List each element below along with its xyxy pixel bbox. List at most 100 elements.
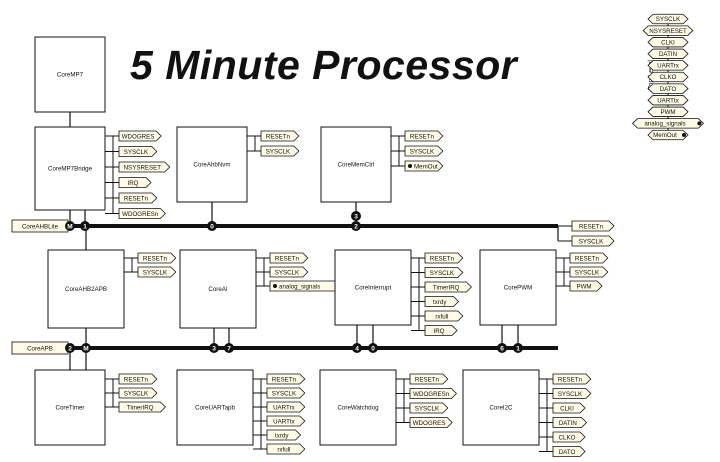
bus-port-tag-shape	[571, 235, 615, 247]
port-tag-shape	[424, 252, 464, 264]
ahb-bus-marker-text: 2	[354, 223, 358, 230]
block-coreahb2apb: CoreAHB2APB	[47, 249, 138, 329]
ahb-bus-marker-dot	[65, 221, 75, 231]
port-tag-shape	[137, 252, 177, 264]
port-tag: RESETn	[118, 192, 158, 204]
port-tag-shape	[266, 415, 306, 427]
port-tag-text: RESETn	[415, 376, 440, 383]
port-tag: SYSCLK	[266, 387, 306, 399]
port-tag-text: SYSCLK	[275, 269, 300, 276]
top-level-port-shape	[647, 37, 689, 48]
block-name: CoreWatchdog	[337, 405, 379, 412]
port-tag-text: SYSCLK	[143, 269, 168, 276]
block-box	[34, 36, 106, 113]
port-tag: RESETn	[552, 373, 592, 385]
top-level-port-bubble	[697, 121, 702, 126]
apb-bus-marker-text: M	[83, 345, 88, 352]
port-tag: PWM	[569, 280, 603, 292]
port-tag-text: RESETn	[275, 255, 300, 262]
port-tag: TimerIRQ	[118, 401, 166, 413]
port-tag-shape	[552, 388, 592, 399]
top-level-port-text: PWM	[660, 109, 675, 116]
port-tag-text: txrdy	[275, 432, 289, 439]
port-tag: SYSCLK	[118, 146, 158, 157]
port-tag: RESETn	[404, 130, 444, 142]
port-tag: RESETn	[569, 252, 609, 264]
ahb-bus-marker-dot	[80, 221, 90, 231]
port-tag-text: UARTtx	[273, 418, 295, 425]
port-tag-shape	[552, 431, 586, 443]
port-tag-shape	[266, 387, 306, 399]
top-level-port-shape	[647, 95, 689, 106]
port-tag: DATO	[552, 446, 586, 457]
block-name: CorePWM	[504, 285, 533, 292]
apb-bus-marker-text: 0	[371, 345, 375, 352]
port-tag-shape	[552, 446, 586, 457]
block-coretimer: CoreTimer	[34, 369, 119, 446]
port-tag: RESETn	[266, 373, 306, 385]
port-tag-text: RESETn	[124, 195, 149, 202]
apb-bus-marker-text: 2	[68, 345, 72, 352]
bus-port-tag-text: RESETn	[579, 223, 604, 230]
top-level-port: PWM	[647, 106, 689, 117]
apb-bus-marker: 1	[513, 343, 523, 353]
top-level-port-shape	[647, 71, 689, 83]
port-tag: SYSCLK	[118, 387, 158, 399]
block-box	[34, 126, 106, 211]
port-tag-text: CLKI	[560, 405, 574, 412]
top-level-port-text: UARTrx	[657, 63, 680, 70]
block-box	[176, 369, 254, 446]
ahb-bus-marker-dot	[351, 221, 361, 231]
port-tag-shape	[118, 401, 166, 413]
apb-bus-marker-dot	[513, 343, 523, 353]
block-box	[179, 249, 257, 329]
port-tag-text: WDOGRESn	[413, 391, 450, 398]
port-tag-shape	[409, 388, 457, 399]
bus-port-tag-text: SYSCLK	[579, 238, 604, 245]
port-tag-text: SYSCLK	[575, 269, 600, 276]
port-tag-text: RESETn	[272, 376, 297, 383]
apb-bus-marker: M	[81, 343, 91, 353]
apb-bus-marker: 7	[224, 343, 234, 353]
port-tag-text: rxfull	[277, 446, 290, 453]
port-tag-text: SYSCLK	[430, 270, 455, 277]
ahb-bus-marker-dot	[207, 221, 217, 231]
port-tag-shape	[404, 145, 444, 157]
block-coreinterrupt: CoreInterrupt	[334, 249, 425, 331]
port-tag-shape	[569, 252, 609, 264]
block-box	[319, 369, 397, 446]
block-box	[479, 249, 557, 326]
port-tag: analog_signals	[269, 280, 343, 292]
port-tag: txrdy	[266, 429, 302, 441]
block-corepwm: CorePWM	[479, 249, 570, 326]
port-tag: NSYSRESET	[118, 161, 171, 173]
port-tag-text: MemOut	[414, 163, 438, 170]
port-tag-shape	[266, 429, 302, 441]
top-level-port-text: CLKI	[661, 39, 675, 46]
port-tag-shape	[266, 373, 306, 385]
port-tag-shape	[118, 208, 166, 219]
bus-port-tag: SYSCLK	[571, 235, 615, 247]
port-tag-shape	[118, 161, 171, 173]
port-tag-text: RESETn	[558, 376, 583, 383]
port-tag-text: RESETn	[430, 255, 455, 262]
port-tag-shape	[118, 192, 158, 204]
apb-bus-marker: 0	[368, 343, 378, 353]
top-level-port-shape	[647, 13, 689, 25]
ahb-bus-marker-text: 0	[210, 223, 214, 230]
ahb-bus-marker: 1	[80, 221, 90, 231]
port-tag-shape	[424, 296, 460, 307]
port-tag: RESETn	[260, 130, 300, 142]
port-tag: RESETn	[424, 252, 464, 264]
apb-bus-marker: 3	[209, 343, 219, 353]
port-tag-shape	[118, 387, 158, 399]
port-tag-text: RESETn	[266, 133, 291, 140]
top-level-port-shape	[632, 118, 704, 129]
port-tag: IRQ	[424, 325, 458, 336]
block-name: CoreAhbNvm	[193, 162, 230, 169]
port-tag-shape	[424, 281, 472, 293]
apb-bus-marker-dot	[224, 343, 234, 353]
port-tag-shape	[118, 373, 158, 385]
ahb-bus-marker: 3	[351, 211, 361, 221]
port-tag: SYSCLK	[424, 267, 464, 278]
